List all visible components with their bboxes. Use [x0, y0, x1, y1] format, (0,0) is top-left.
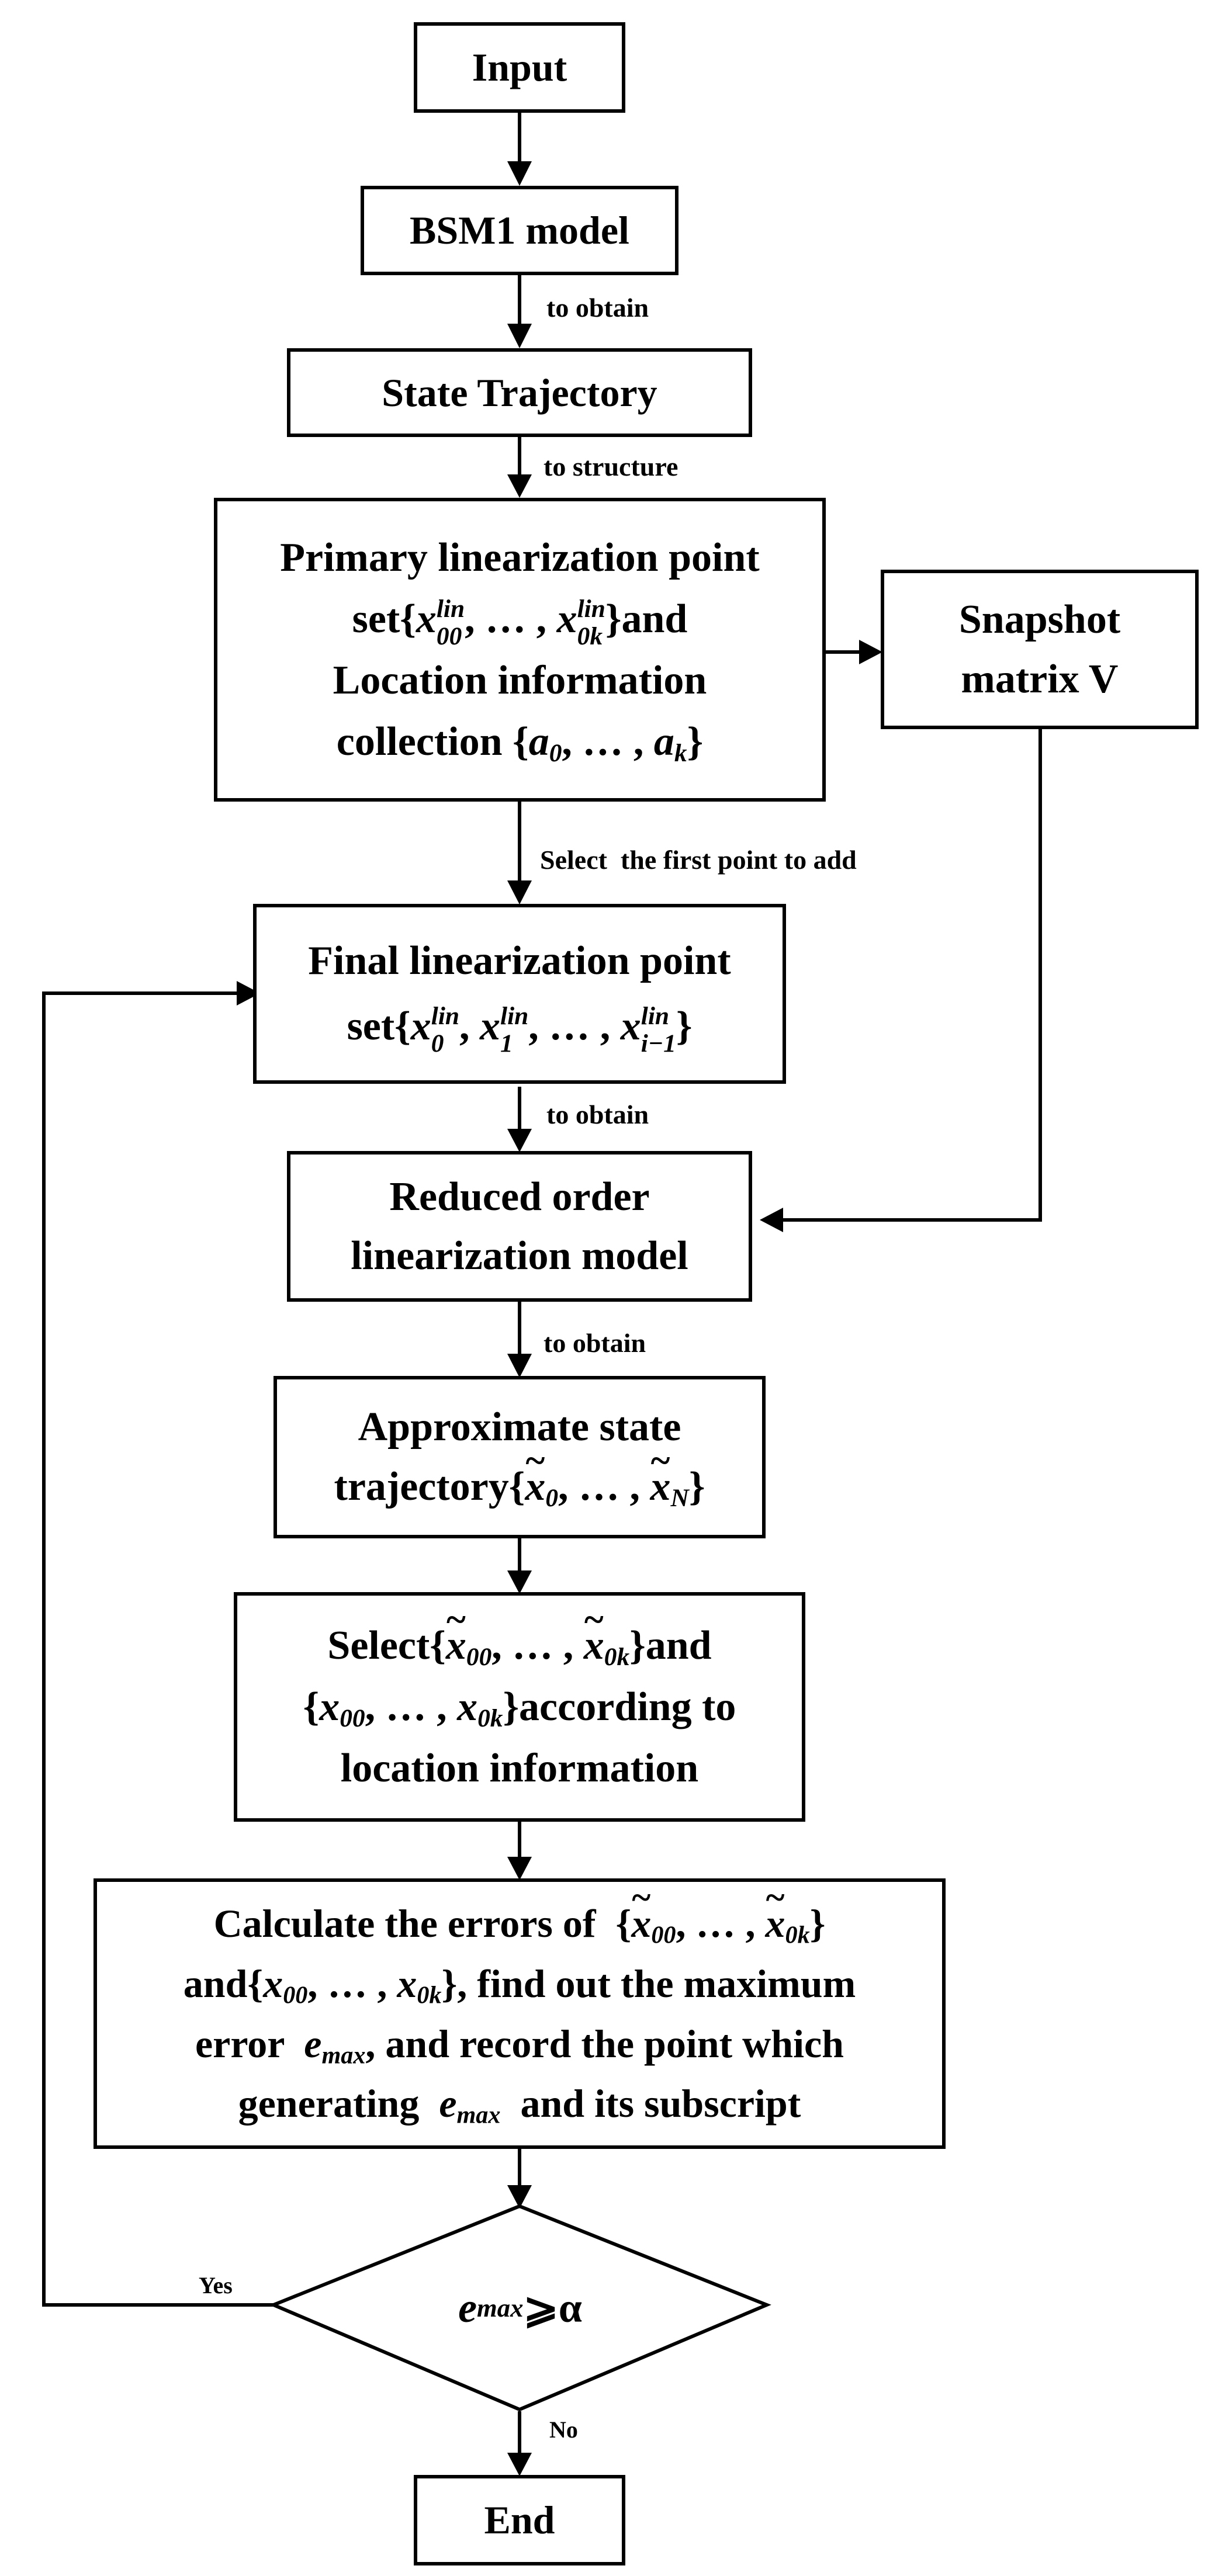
edge-label-to-structure: to structure	[544, 452, 678, 481]
calc-line2: and{x00, … , x0k}, find out the maximum	[183, 1961, 856, 2009]
decision-diamond	[269, 2204, 771, 2412]
calc-line3: error emax, and record the point which	[195, 2021, 844, 2069]
edge-label-to-obtain-3: to obtain	[544, 1328, 646, 1358]
primary-line4: collection {a0, … , ak}	[336, 719, 704, 767]
calc-line4: generating emax and its subscript	[238, 2081, 801, 2129]
reduced-line2: linearization model	[351, 1233, 688, 1278]
arrowhead-approx	[507, 1354, 532, 1378]
arrowhead-select	[507, 1570, 532, 1594]
calc-line1: Calculate the errors of {x00, … , x0k}	[214, 1894, 826, 1954]
bsm1-label: BSM1 model	[410, 208, 629, 253]
bsm1-node: BSM1 model	[361, 186, 678, 275]
final-line1: Final linearization point	[308, 938, 731, 983]
approximate-state-node: Approximate state trajectory{x0, … , xN}	[274, 1376, 766, 1538]
state-trajectory-label: State Trajectory	[382, 370, 657, 415]
reduced-order-node: Reduced order linearization model	[287, 1151, 752, 1302]
edge-label-no: No	[549, 2416, 578, 2443]
arrowhead-final	[507, 880, 532, 904]
select-line3: location information	[340, 1746, 699, 1791]
arrowhead-end	[507, 2453, 532, 2476]
select-line2: {x00, … , x0k}according to	[303, 1684, 736, 1732]
input-node: Input	[414, 22, 625, 113]
arrowhead-snapshot	[859, 640, 882, 664]
snapshot-matrix-node: Snapshot matrix V	[881, 570, 1199, 729]
edge-label-to-obtain-1: to obtain	[546, 293, 649, 323]
edge-label-to-obtain-2: to obtain	[546, 1100, 649, 1129]
edge-yes-loop	[42, 991, 274, 2307]
state-trajectory-node: State Trajectory	[287, 348, 752, 437]
snapshot-line1: Snapshot	[958, 597, 1121, 642]
arrowhead-bsm1	[507, 161, 532, 186]
end-node: End	[414, 2475, 625, 2565]
arrowhead-primary	[507, 474, 532, 498]
snapshot-line2: matrix V	[961, 656, 1119, 702]
arrowhead-reduced-side	[760, 1208, 783, 1232]
arrowhead-calc	[507, 1857, 532, 1880]
approx-line2: trajectory{x0, … , xN}	[334, 1457, 705, 1517]
end-label: End	[484, 2498, 555, 2543]
arrowhead-yes-loop	[237, 981, 260, 1006]
edge-snapshot-reduced	[780, 727, 1042, 1222]
input-label: Input	[472, 45, 567, 90]
arrowhead-state	[507, 324, 532, 348]
approx-line1: Approximate state	[358, 1405, 681, 1450]
select-points-node: Select{x00, … , x0k}and {x00, … , x0k}ac…	[234, 1592, 805, 1822]
arrowhead-decision	[507, 2185, 532, 2209]
primary-line1: Primary linearization point	[280, 535, 760, 580]
select-line1: Select{x00, … , x0k}and	[327, 1615, 711, 1676]
edge-label-select-first: Select the first point to add	[540, 845, 857, 875]
calculate-errors-node: Calculate the errors of {x00, … , x0k} a…	[94, 1878, 946, 2149]
arrowhead-reduced	[507, 1129, 532, 1152]
primary-line3: Location information	[333, 658, 707, 703]
edge-label-yes: Yes	[199, 2272, 233, 2298]
reduced-line1: Reduced order	[389, 1174, 650, 1219]
